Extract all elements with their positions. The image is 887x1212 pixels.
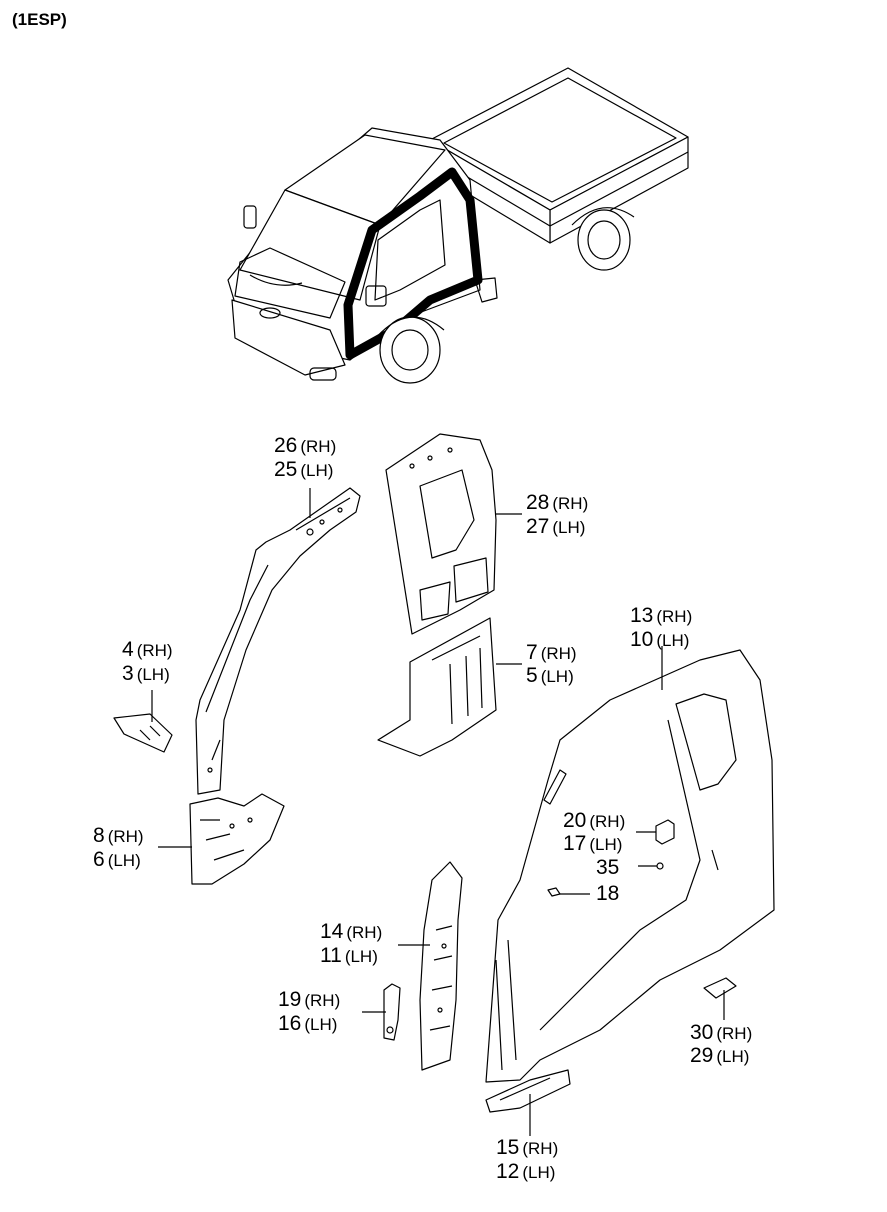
callout-17: 17(LH) [563,832,623,855]
part-nut-35 [656,862,664,870]
callout-15: 15(RH) [496,1136,559,1159]
part-lower-panel [377,617,497,757]
part-inner-panel [385,433,497,635]
callout-3: 3(LH) [122,662,170,685]
callout-10: 10(LH) [630,628,690,651]
callout-14: 14(RH) [320,920,383,943]
callout-35: 35 [596,856,620,879]
callout-20: 20(RH) [563,809,626,832]
callout-7: 7(RH) [526,641,577,664]
part-sill-12-15 [485,1069,571,1113]
callout-4: 4(RH) [122,638,173,661]
part-clip-17-20 [655,819,675,845]
callout-25: 25(LH) [274,458,334,481]
callout-16: 16(LH) [278,1012,338,1035]
callout-29: 29(LH) [690,1044,750,1067]
part-a-pillar [195,487,361,795]
part-reinforcement-6-8 [189,793,285,885]
truck-illustration [227,67,689,384]
callout-5: 5(LH) [526,664,574,687]
part-plate-29-30 [703,977,737,999]
part-b-pillar [419,861,463,1071]
callout-27: 27(LH) [526,515,586,538]
part-outer-side-panel [485,649,775,1083]
callout-6: 6(LH) [93,848,141,871]
callout-30: 30(RH) [690,1021,753,1044]
callout-11: 11(LH) [320,944,378,967]
callout-18: 18 [596,882,620,905]
callout-19: 19(RH) [278,988,341,1011]
callout-13: 13(RH) [630,604,693,627]
part-bracket-16-19 [383,983,401,1041]
part-bracket-3-4 [113,713,173,753]
callout-28: 28(RH) [526,491,589,514]
callout-12: 12(LH) [496,1160,556,1183]
diagram-title: (1ESP) [12,10,67,29]
callout-26: 26(RH) [274,434,337,457]
callout-8: 8(RH) [93,824,144,847]
